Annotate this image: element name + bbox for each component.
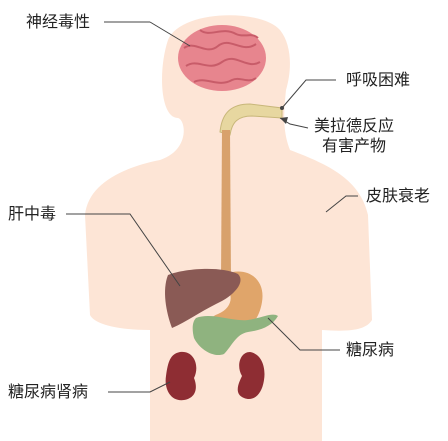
label-maillard-line2: 有害产物 — [314, 136, 394, 156]
brain-icon — [178, 25, 266, 91]
label-breathing-difficulty: 呼吸困难 — [346, 70, 410, 90]
label-maillard-line1: 美拉德反应 — [314, 116, 394, 136]
label-skin-aging: 皮肤衰老 — [366, 186, 430, 206]
label-maillard: 美拉德反应 有害产物 — [314, 116, 394, 156]
label-diabetic-nephropathy: 糖尿病肾病 — [8, 382, 88, 402]
kidney-left-icon — [166, 352, 197, 400]
label-liver-toxicity: 肝中毒 — [8, 204, 56, 224]
label-diabetes: 糖尿病 — [346, 340, 394, 360]
leader-breathing-dot — [280, 106, 284, 110]
label-neurotoxicity: 神经毒性 — [26, 12, 90, 32]
leader-breathing — [282, 80, 336, 108]
esophagus — [221, 130, 231, 280]
